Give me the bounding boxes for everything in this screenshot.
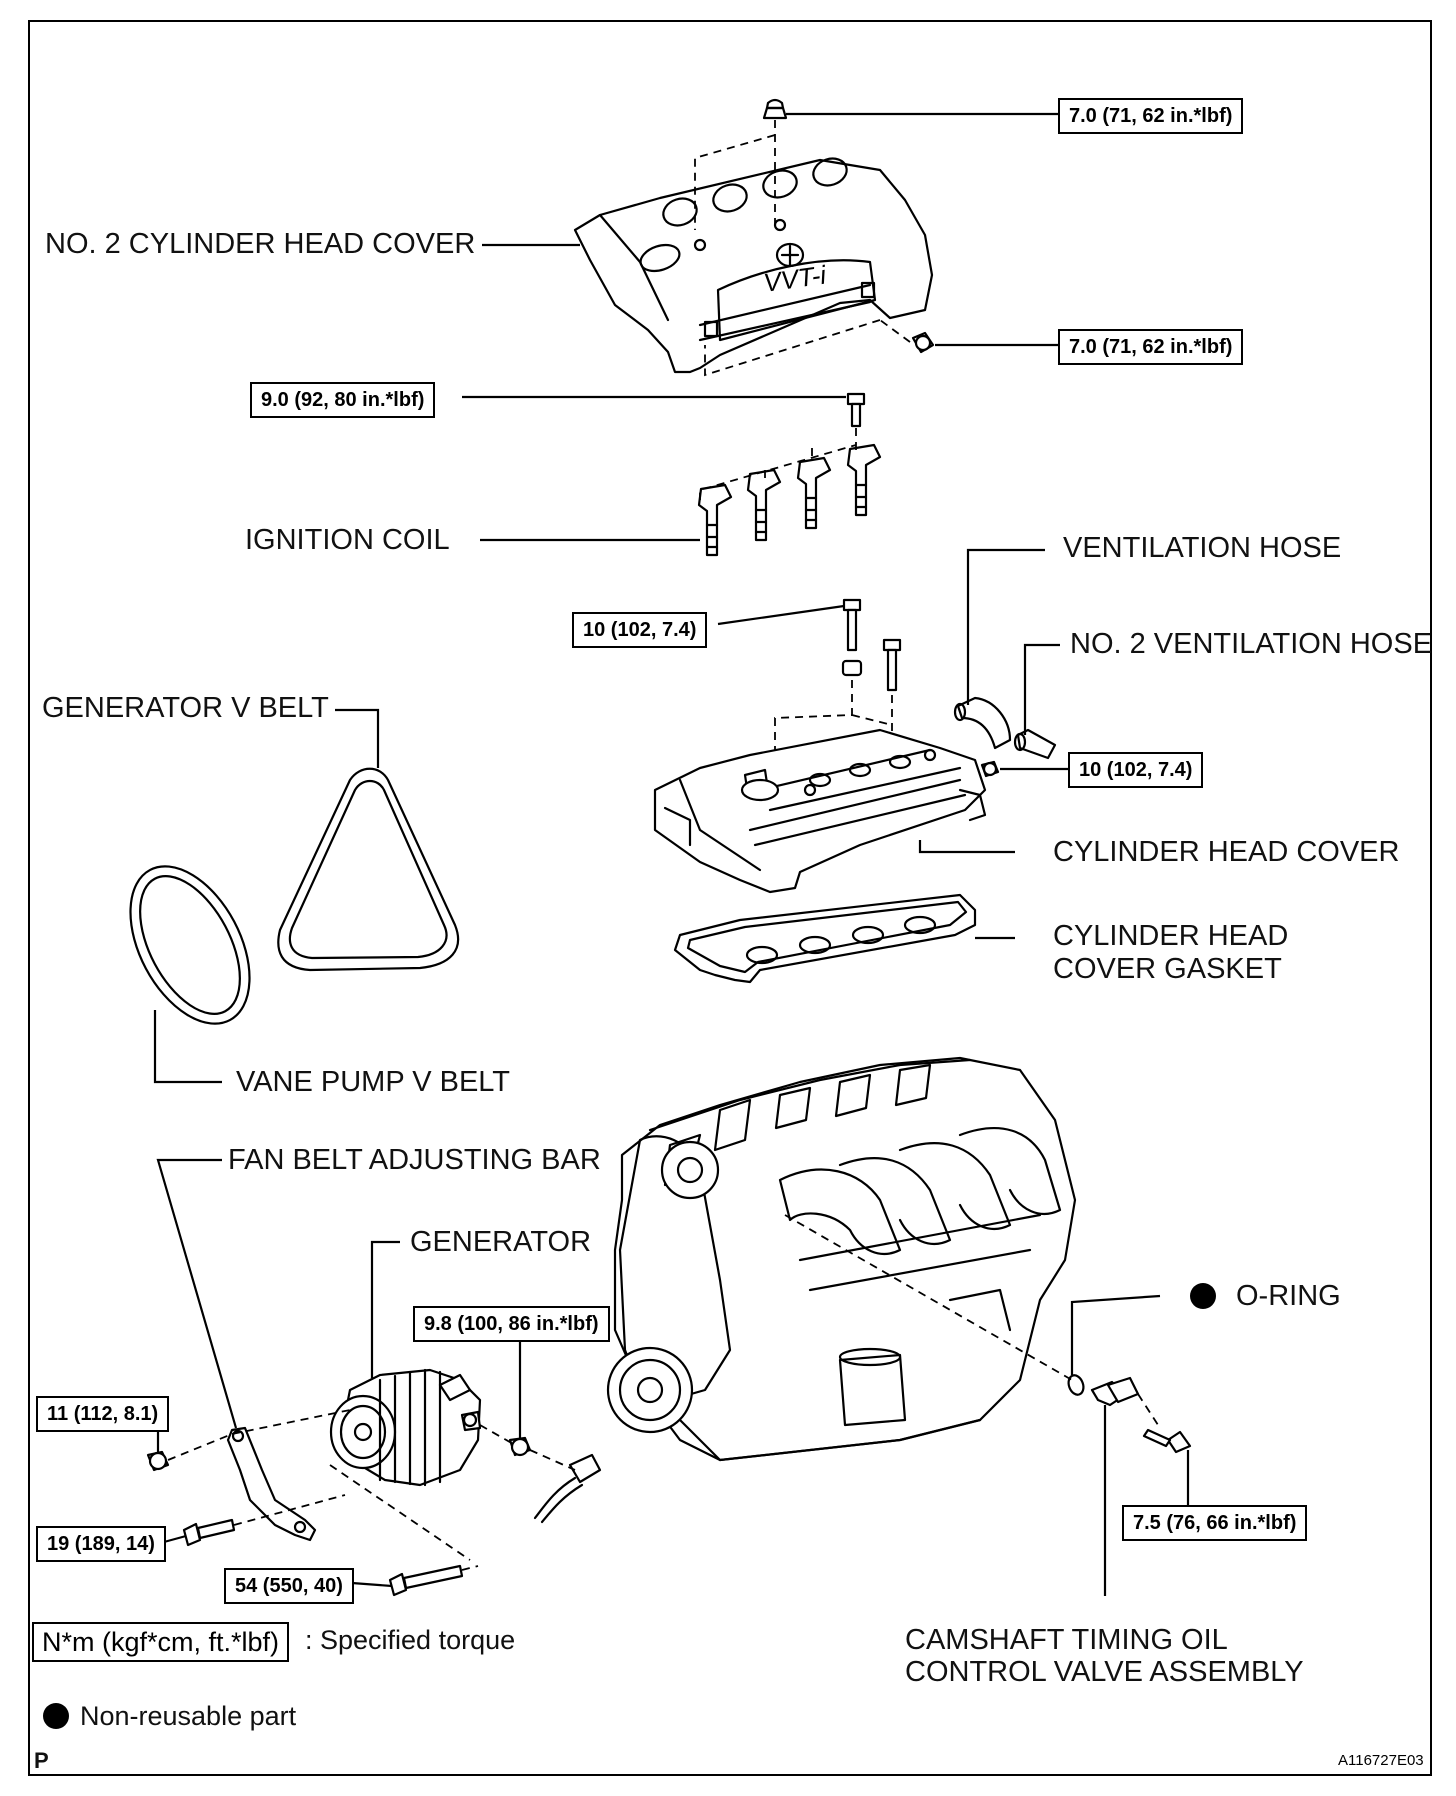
legend-nonreusable-text: Non-reusable part <box>80 1701 297 1731</box>
torque-generator-terminal: 9.8 (100, 86 in.*lbf) <box>413 1306 610 1342</box>
fan-belt-adjusting-bar-part <box>226 1426 317 1542</box>
camshaft-timing-oil-control-valve-part <box>1090 1376 1140 1407</box>
cylinder-head-cover-gasket-part <box>673 893 977 984</box>
label-camshaft-ocv-line1: CAMSHAFT TIMING OIL <box>905 1624 1228 1656</box>
label-o-ring: O-RING <box>1236 1280 1341 1312</box>
generator-pivot-bolt <box>388 1564 464 1597</box>
torque-ocv-bolt: 7.5 (76, 66 in.*lbf) <box>1122 1505 1308 1541</box>
no2-cylinder-head-cover-part: VVT-i <box>573 157 934 374</box>
legend-unit-description: : Specified torque <box>305 1625 516 1655</box>
torque-adjusting-bar-bolt: 19 (189, 14) <box>36 1526 166 1562</box>
torque-head-cover-nut: 10 (102, 7.4) <box>1068 752 1204 788</box>
adjusting-bar-nut <box>146 1450 170 1472</box>
generator-part <box>329 1368 482 1487</box>
cover-nut-side <box>911 331 935 354</box>
label-fan-belt-adjusting-bar: FAN BELT ADJUSTING BAR <box>228 1144 601 1176</box>
torque-coil-bolt: 9.0 (92, 80 in.*lbf) <box>250 382 436 418</box>
no2-ventilation-hose-part <box>1013 728 1057 760</box>
label-cylinder-head-cover: CYLINDER HEAD COVER <box>1053 836 1400 868</box>
torque-adjusting-bar-nut: 11 (112, 8.1) <box>36 1396 170 1432</box>
o-ring-part <box>1067 1374 1085 1396</box>
torque-generator-pivot-bolt: 54 (550, 40) <box>224 1568 354 1604</box>
cylinder-head-cover-part <box>653 728 987 894</box>
label-ventilation-hose: VENTILATION HOSE <box>1063 532 1342 564</box>
label-cylinder-head-cover-gasket-line1: CYLINDER HEAD <box>1053 920 1289 952</box>
legend-nonreusable-dot <box>43 1703 69 1729</box>
generator-connector <box>533 1453 602 1524</box>
label-generator-v-belt: GENERATOR V BELT <box>42 692 329 724</box>
legend-unit-box: N*m (kgf*cm, ft.*lbf) <box>32 1622 290 1662</box>
vane-pump-v-belt-part <box>129 865 251 1025</box>
label-ignition-coil: IGNITION COIL <box>245 524 450 556</box>
label-no2-cylinder-head-cover: NO. 2 CYLINDER HEAD COVER <box>45 228 476 260</box>
o-ring-nonreusable-dot <box>1190 1283 1216 1309</box>
ignition-coils <box>697 443 882 557</box>
label-camshaft-ocv-line2: CONTROL VALVE ASSEMBLY <box>905 1656 1304 1688</box>
head-cover-nut <box>980 760 1000 778</box>
torque-cover-nut-top: 7.0 (71, 62 in.*lbf) <box>1058 98 1244 134</box>
generator-v-belt-part <box>277 767 460 972</box>
label-cylinder-head-cover-gasket-line2: COVER GASKET <box>1053 953 1282 985</box>
bolt-grommet <box>841 659 863 677</box>
cover-nut-top <box>762 98 788 120</box>
generator-terminal-nut <box>508 1436 532 1457</box>
ventilation-hose-part <box>953 696 1012 750</box>
leader-lines <box>153 112 1190 1596</box>
engine-block-part <box>606 1056 1077 1462</box>
head-cover-bolt-2 <box>882 638 902 692</box>
label-vane-pump-v-belt: VANE PUMP V BELT <box>236 1066 510 1098</box>
corner-letter: P <box>34 1748 49 1773</box>
label-generator: GENERATOR <box>410 1226 592 1258</box>
adjusting-bar-bolt <box>182 1518 236 1547</box>
coil-bolt <box>846 392 866 428</box>
ocv-bolt <box>1142 1428 1192 1454</box>
torque-cover-nut-side: 7.0 (71, 62 in.*lbf) <box>1058 329 1244 365</box>
torque-head-cover-bolt: 10 (102, 7.4) <box>572 612 708 648</box>
figure-frame <box>28 20 1432 1776</box>
label-no2-ventilation-hose: NO. 2 VENTILATION HOSE <box>1070 628 1433 660</box>
figure-id: A116727E03 <box>1338 1752 1424 1769</box>
head-cover-bolt-1 <box>842 598 862 652</box>
